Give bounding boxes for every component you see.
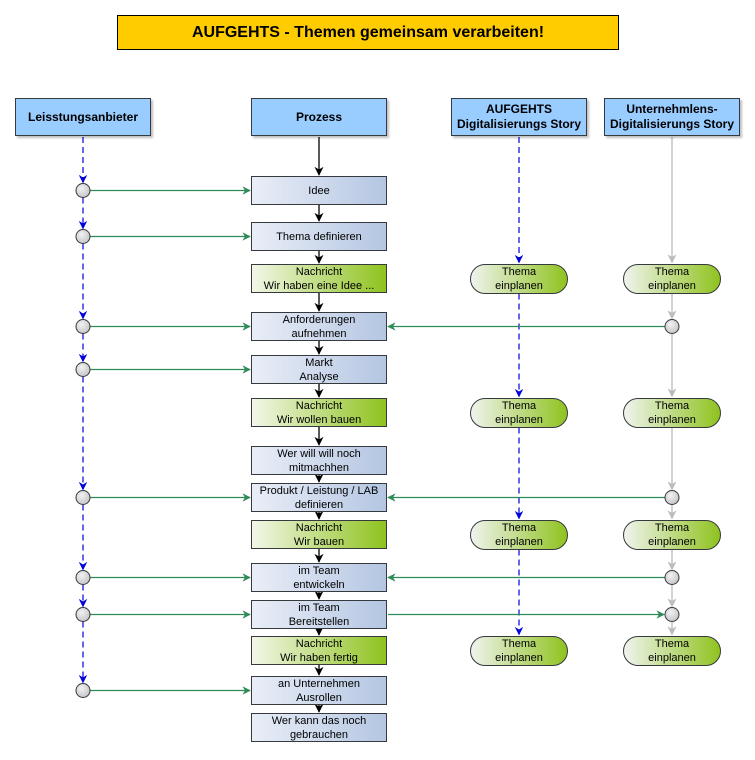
aufgehts-story-task: Thema einplanen [470,519,568,550]
company-node [664,319,680,334]
provider-node [75,683,91,698]
message-step: Nachricht Wir wollen bauen [251,398,387,427]
company-story-task: Thema einplanen [623,263,721,294]
provider-node [75,183,91,198]
lane-header-company-story: Unternehmlens- Digitalisierungs Story [604,98,740,136]
process-step: Wer will will noch mitmachhen [251,446,387,475]
process-step: Idee [251,176,387,205]
process-step: Produkt / Leistung / LAB definieren [251,483,387,512]
process-step: im Team entwickeln [251,563,387,592]
message-step: Nachricht Wir bauen [251,520,387,549]
process-step: Wer kann das noch gebrauchen [251,713,387,742]
provider-node [75,319,91,334]
lane-header-provider: Leisstungsanbieter [15,98,151,136]
provider-node [75,362,91,377]
company-node [664,570,680,585]
company-story-task: Thema einplanen [623,635,721,666]
process-step: Anforderungen aufnehmen [251,312,387,341]
provider-node [75,607,91,622]
aufgehts-story-task: Thema einplanen [470,397,568,428]
company-story-task: Thema einplanen [623,519,721,550]
process-step: an Unternehmen Ausrollen [251,676,387,705]
provider-node [75,229,91,244]
message-step: Nachricht Wir haben eine Idee ... [251,264,387,293]
message-step: Nachricht Wir haben fertig [251,636,387,665]
lane-header-aufgehts-story: AUFGEHTS Digitalisierungs Story [451,98,587,136]
provider-node [75,490,91,505]
company-story-task: Thema einplanen [623,397,721,428]
provider-node [75,570,91,585]
lane-header-process: Prozess [251,98,387,136]
diagram-title: AUFGEHTS - Themen gemeinsam verarbeiten! [117,15,619,50]
process-step: Markt Analyse [251,355,387,384]
process-step: Thema definieren [251,222,387,251]
company-node [664,607,680,622]
aufgehts-story-task: Thema einplanen [470,635,568,666]
aufgehts-story-task: Thema einplanen [470,263,568,294]
company-node [664,490,680,505]
process-step: im Team Bereitstellen [251,600,387,629]
